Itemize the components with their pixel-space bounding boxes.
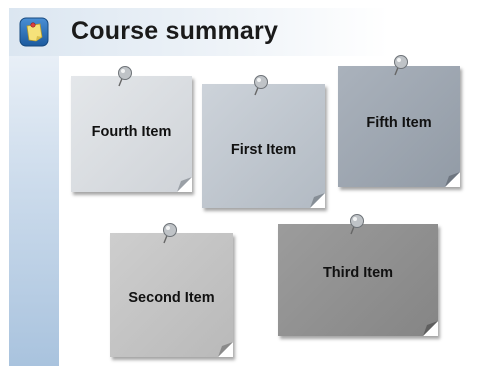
note-fifth-item[interactable]: Fifth Item — [338, 66, 460, 187]
left-sidebar-strip — [9, 56, 59, 366]
title-bar — [9, 8, 484, 56]
page-curl-icon — [445, 172, 460, 187]
note-label: Third Item — [322, 265, 394, 281]
page-curl-icon — [177, 177, 192, 192]
note-label: First Item — [230, 142, 297, 158]
note-first-item[interactable]: First Item — [202, 84, 325, 208]
page-title: Course summary — [71, 17, 279, 45]
note-fourth-item[interactable]: Fourth Item — [71, 76, 192, 192]
page-curl-icon — [310, 193, 325, 208]
note-third-item[interactable]: Third Item — [278, 224, 438, 336]
slide: Course summary Fourth Item First Item Fi… — [9, 8, 484, 366]
note-label: Fifth Item — [366, 114, 432, 131]
note-label: Fourth Item — [91, 124, 172, 140]
note-label: Second Item — [128, 289, 215, 306]
page-curl-icon — [218, 342, 233, 357]
note-second-item[interactable]: Second Item — [110, 233, 233, 357]
sticky-note-icon — [19, 17, 49, 47]
page-curl-icon — [423, 321, 438, 336]
